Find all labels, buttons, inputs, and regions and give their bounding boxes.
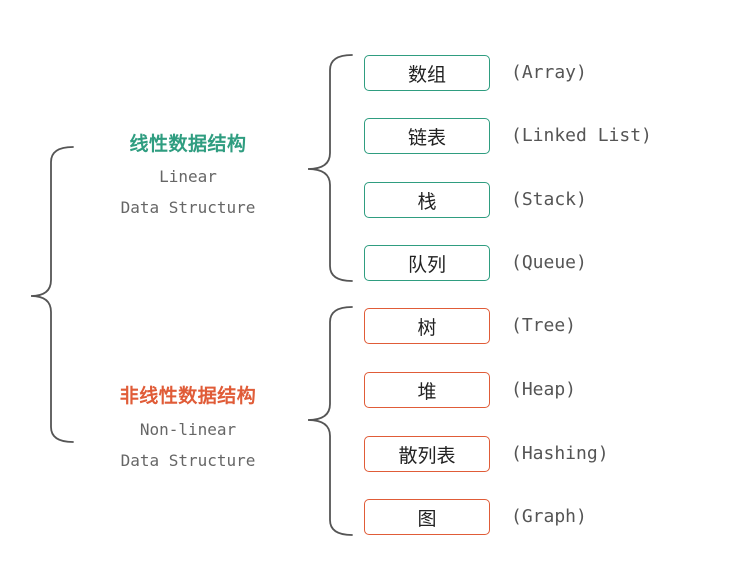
item-box-stack: 栈: [364, 182, 490, 218]
nonlinear-brace: [307, 306, 353, 536]
nonlinear-group-subtitle: Non-linear Data Structure: [68, 414, 308, 476]
nonlinear-group-title: 非线性数据结构: [119, 385, 257, 407]
nonlinear-subtitle-line2: Data Structure: [120, 451, 256, 470]
linear-subtitle-line1: Linear: [159, 167, 217, 186]
item-english-queue: (Queue): [511, 252, 587, 273]
item-box-hashing: 散列表: [364, 436, 490, 472]
item-english-stack: (Stack): [511, 189, 587, 210]
nonlinear-subtitle-line1: Non-linear: [139, 420, 237, 439]
item-english-array: (Array): [511, 62, 587, 83]
linear-group-title: 线性数据结构: [129, 133, 247, 155]
item-english-heap: (Heap): [511, 379, 577, 400]
item-english-tree: (Tree): [511, 315, 577, 336]
item-box-array: 数组: [364, 55, 490, 91]
linear-subtitle-line2: Data Structure: [120, 198, 256, 217]
item-box-tree: 树: [364, 308, 490, 344]
item-english-hashing: (Hashing): [511, 443, 609, 464]
linear-brace: [307, 54, 353, 282]
item-box-heap: 堆: [364, 372, 490, 408]
item-box-linked-list: 链表: [364, 118, 490, 154]
item-box-graph: 图: [364, 499, 490, 535]
item-english-linked-list: (Linked List): [511, 125, 652, 146]
linear-group-subtitle: Linear Data Structure: [68, 161, 308, 223]
outer-brace: [30, 146, 74, 443]
item-box-queue: 队列: [364, 245, 490, 281]
item-english-graph: (Graph): [511, 506, 587, 527]
